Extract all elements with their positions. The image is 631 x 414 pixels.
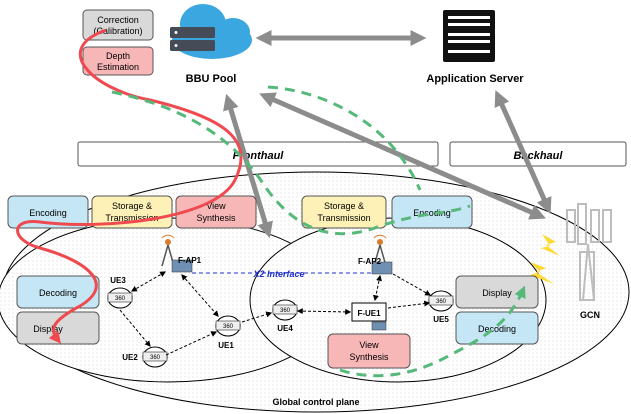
left-display-box [16, 311, 100, 345]
depth-line2: Estimation [97, 62, 139, 72]
application-server-label: Application Server [426, 73, 524, 85]
correction-line2: (Calibration) [93, 26, 142, 36]
ue1-badge: 360 [223, 324, 234, 330]
right-storage-box [301, 195, 387, 229]
ue3-badge: 360 [115, 296, 126, 302]
left-encoding-label: Encoding [29, 208, 67, 218]
left-decoding-box [16, 275, 100, 309]
fap2-antenna-icon [371, 234, 393, 275]
right-decoding-label: Decoding [478, 324, 516, 334]
fap2-label: F-AP2 [358, 257, 382, 266]
left-decoding-label: Decoding [39, 288, 77, 298]
fap1-label: F-AP1 [178, 256, 202, 265]
gcn-label: GCN [580, 310, 600, 320]
right-display-label: Display [482, 288, 512, 298]
right-view-line2: Synthesis [349, 352, 389, 362]
ue1-label: UE1 [218, 341, 234, 350]
left-storage-line2: Transmission [105, 213, 158, 223]
green-data-path-return [267, 85, 422, 191]
fue1-box [351, 302, 387, 322]
left-view-synthesis-box [175, 195, 257, 229]
fap1-antenna-icon [161, 234, 193, 273]
right-view-line1: View [359, 340, 379, 350]
gcn-tower-icon [566, 203, 612, 301]
fronthaul-link-gcn [259, 92, 546, 220]
left-storage-line1: Storage & [112, 201, 152, 211]
right-storage-line1: Storage & [324, 201, 364, 211]
right-encoding-label: Encoding [413, 208, 451, 218]
ue2-label: UE2 [122, 353, 138, 362]
ue5-badge: 360 [436, 299, 447, 305]
ue4-label: UE4 [277, 324, 293, 333]
global-plane-label: Global control plane [272, 397, 359, 407]
ue2-device [142, 346, 168, 368]
lightning-icon [530, 262, 554, 284]
correction-line1: Correction [97, 15, 139, 25]
left-encoding-box [7, 195, 89, 229]
x2-interface-label: X2 Interface [252, 269, 304, 279]
backhaul-link-gcn [494, 90, 552, 214]
right-view-synthesis-box [327, 333, 411, 369]
green-data-path-upper [111, 90, 471, 236]
ue1-device [215, 315, 241, 337]
right-display-box [455, 275, 539, 309]
depth-line1: Depth [106, 51, 130, 61]
wireless-links [119, 271, 432, 356]
fue1-label: F-UE1 [357, 309, 381, 318]
ue5-label: UE5 [433, 315, 449, 324]
right-decoding-box [455, 311, 539, 345]
ue2-badge: 360 [150, 355, 161, 361]
left-display-label: Display [33, 324, 63, 334]
application-server-icon [443, 10, 495, 62]
ue3-device [107, 287, 133, 309]
lightning-icon [541, 234, 560, 256]
ue4-badge: 360 [280, 308, 291, 314]
left-view-line1: View [206, 201, 226, 211]
bbu-pool-label: BBU Pool [186, 73, 237, 85]
left-view-line2: Synthesis [196, 213, 236, 223]
right-storage-line2: Transmission [317, 213, 370, 223]
bbu-server-icon [170, 27, 215, 51]
fue1-laptop-icon [371, 321, 387, 331]
right-encoding-box [391, 195, 473, 229]
ue3-label: UE3 [110, 276, 126, 285]
